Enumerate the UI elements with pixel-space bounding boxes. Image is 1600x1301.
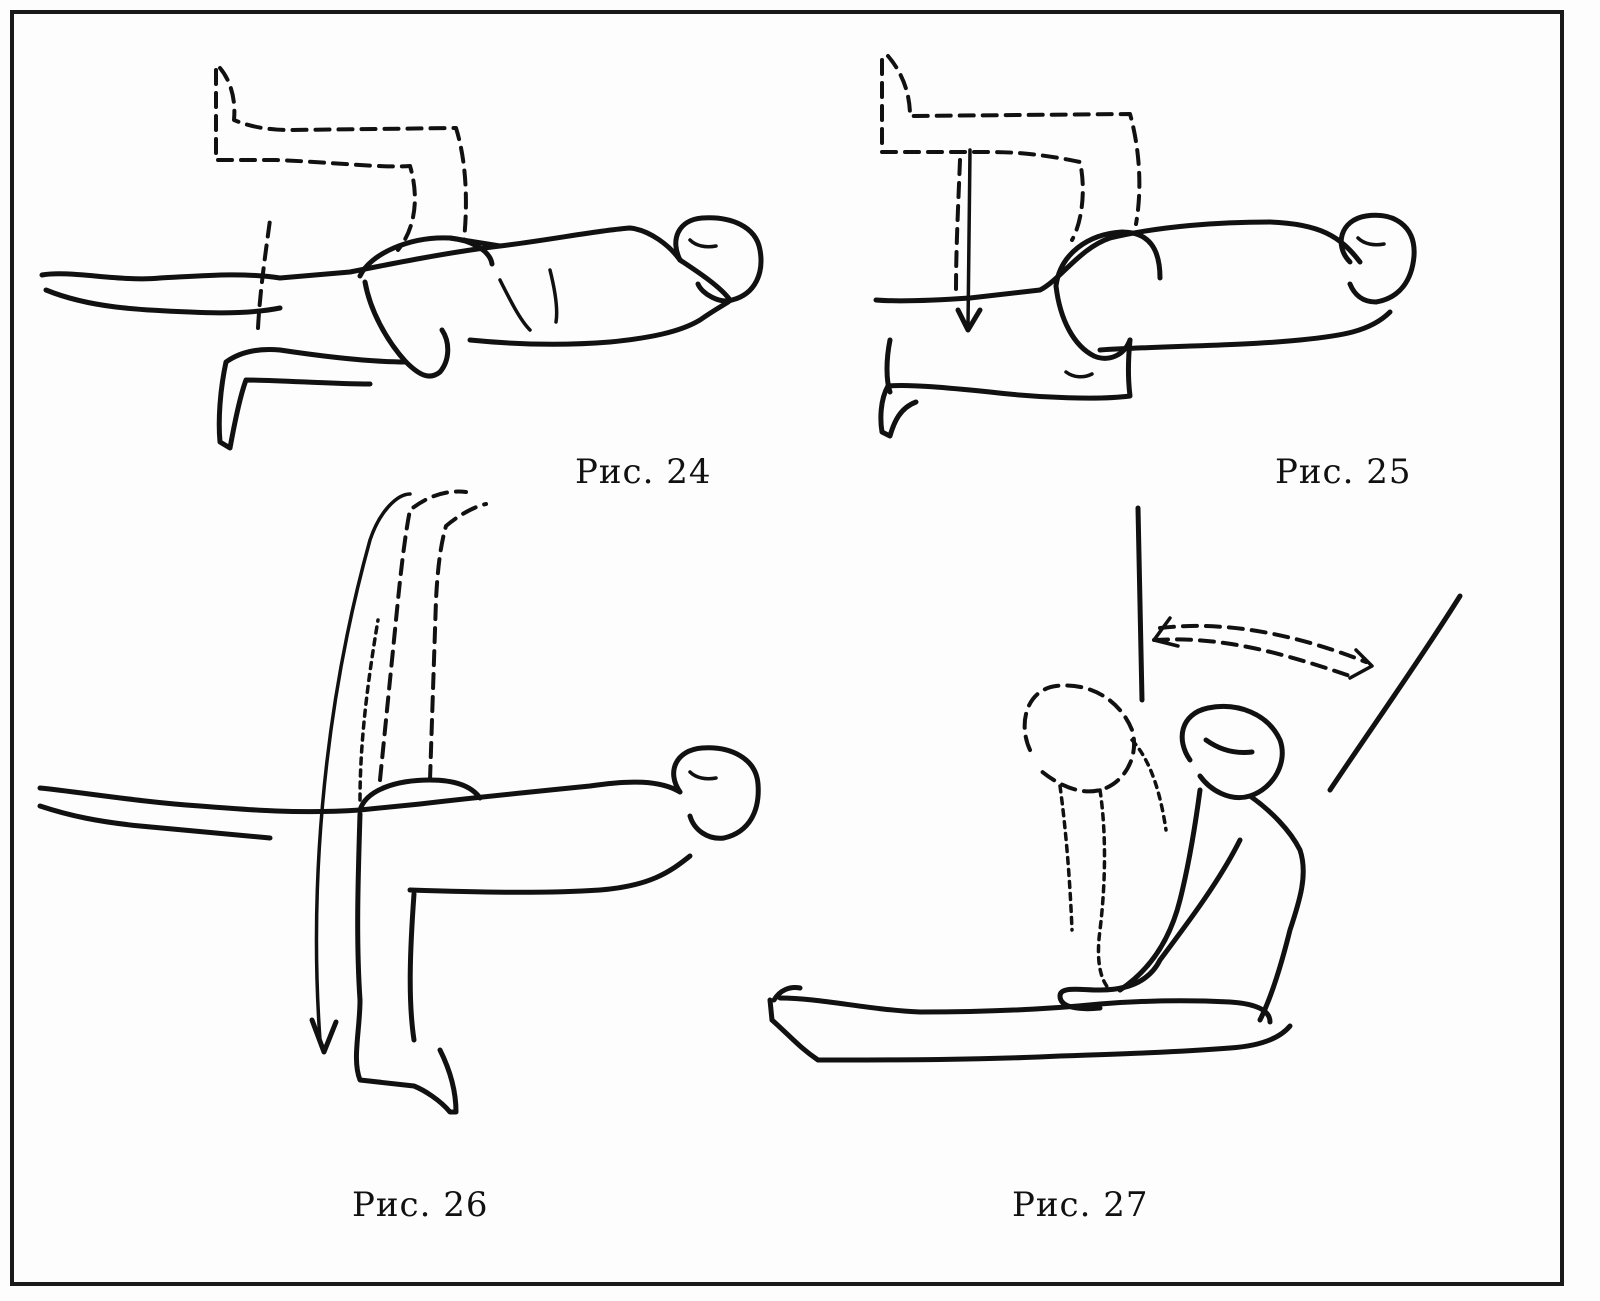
figure-26-illustration [37, 489, 761, 1115]
figure-25-caption: Рис. 25 [1275, 452, 1412, 492]
figure-25-illustration [873, 54, 1417, 439]
figure-frame [10, 10, 1564, 1286]
figure-27-caption: Рис. 27 [1012, 1185, 1149, 1225]
figure-26-caption: Рис. 26 [352, 1185, 489, 1225]
figure-27-illustration [767, 505, 1463, 1063]
figure-24-caption: Рис. 24 [575, 452, 712, 492]
figure-24-illustration [39, 66, 764, 451]
